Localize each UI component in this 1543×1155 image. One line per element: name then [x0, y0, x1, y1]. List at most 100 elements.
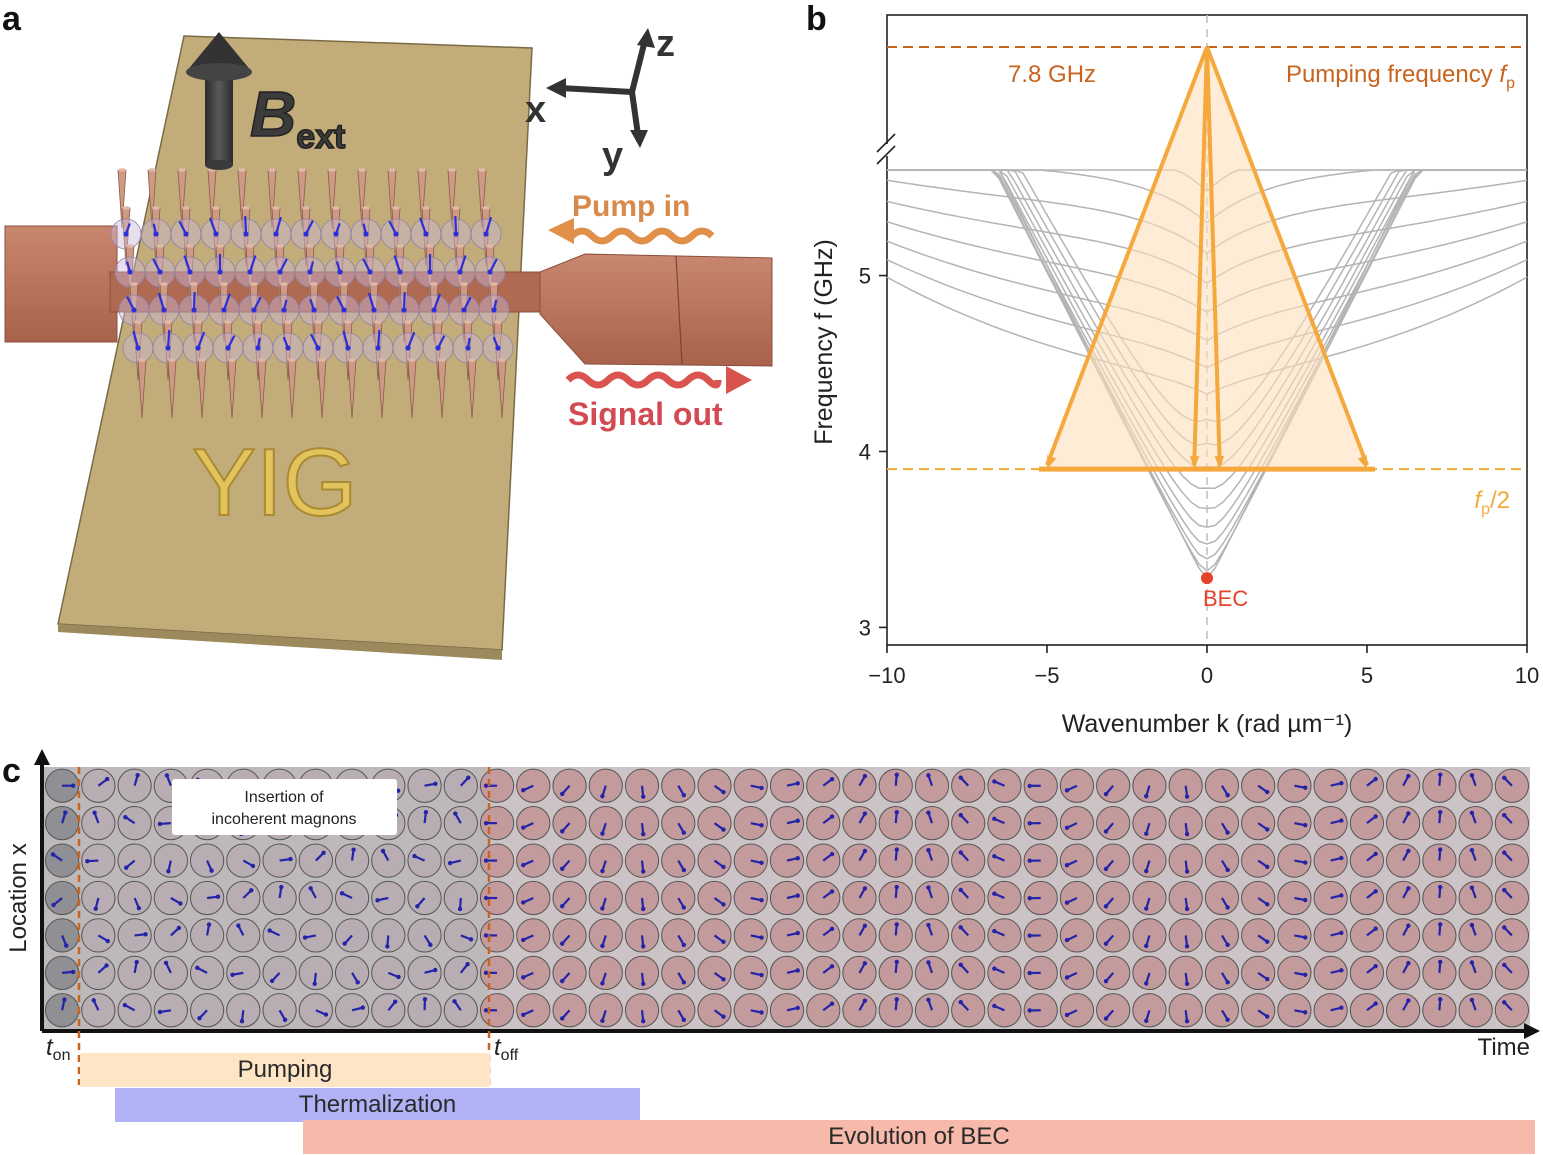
- magnon-phase-circle: [769, 993, 805, 1028]
- magnetisation-vector: [209, 217, 218, 235]
- magnon-phase-circle: [407, 806, 442, 841]
- magnon-phase-circle: [45, 993, 80, 1028]
- magnon-phase-circle: [1204, 843, 1240, 878]
- magnetisation-vector: [244, 215, 248, 235]
- magnon-phase-circle: [697, 843, 732, 878]
- callout-line-2: incoherent magnons: [212, 811, 357, 828]
- magnon-phase-circle: [117, 806, 152, 841]
- magnon-phase-circle: [1349, 806, 1385, 841]
- magnon-phase-circle: [1313, 918, 1348, 953]
- magnon-phase-circle: [769, 955, 805, 990]
- magnon-phase-circle: [443, 768, 478, 803]
- magnon-phase-circle: [81, 918, 116, 953]
- magnon-phase-circle: [878, 955, 913, 990]
- coordinate-axes: [546, 28, 655, 148]
- panel-letter-c: c: [2, 752, 21, 790]
- spin-cone-array: [110, 168, 514, 419]
- magnon-phase-circle: [1313, 993, 1348, 1028]
- magnon-phase-circle: [842, 993, 877, 1028]
- magnon-phase-circle: [1349, 955, 1385, 990]
- magnon-phase-circle: [1458, 955, 1493, 990]
- pumping-bar: Pumping: [80, 1053, 490, 1087]
- transition-arrow: [1205, 46, 1369, 466]
- magnon-phase-circle: [117, 955, 152, 990]
- location-axis-label: Location x: [5, 843, 32, 952]
- magnon-phase-circle: [951, 955, 986, 990]
- stripline-right-taper: [539, 253, 773, 367]
- pump-level-label: 7.8 GHz: [1008, 61, 1096, 88]
- magnon-phase-circle: [1096, 843, 1131, 878]
- magnon-phase-circle: [914, 955, 950, 990]
- magnon-phase-circle: [806, 918, 841, 953]
- magnon-phase-circle: [951, 918, 986, 953]
- magnon-phase-circle: [117, 843, 152, 878]
- magnon-phase-circle: [226, 843, 261, 878]
- magnon-phase-circle: [842, 768, 877, 803]
- magnon-phase-circle: [951, 806, 986, 841]
- magnon-phase-circle: [806, 993, 841, 1028]
- magnetisation-vector: [458, 255, 467, 273]
- y-tick-label: 4: [859, 439, 871, 464]
- magnon-phase-circle: [1349, 768, 1385, 803]
- magnon-phase-circle: [1168, 843, 1203, 878]
- magnetisation-vector: [222, 293, 231, 311]
- magnon-phase-circle: [987, 768, 1022, 803]
- magnon-phase-circle: [987, 918, 1022, 953]
- transition-arrowhead: [1214, 455, 1225, 470]
- magnon-phase-circle: [914, 768, 950, 803]
- magnon-phase-circle: [769, 918, 805, 953]
- magnetisation-vector: [402, 291, 406, 311]
- magnon-phase-circle: [588, 843, 623, 878]
- magnon-phase-circle: [878, 806, 913, 841]
- magnon-phase-circle: [1132, 843, 1167, 878]
- magnon-phase-circle: [153, 843, 188, 878]
- magnon-phase-circle: [1349, 918, 1385, 953]
- magnon-phase-circle: [769, 768, 805, 803]
- magnon-phase-circle: [443, 955, 478, 990]
- magnon-phase-circle: [1386, 993, 1421, 1028]
- dispersion-curve: [887, 169, 1527, 528]
- axis-label-x: x: [525, 89, 546, 131]
- x-tick-label: −10: [868, 663, 905, 688]
- callout-box: [172, 779, 397, 835]
- evolution-bar-label: Evolution of BEC: [828, 1123, 1010, 1150]
- transition-arrows: [1039, 46, 1375, 472]
- transition-arrowhead: [1189, 455, 1200, 470]
- magnon-phase-circle: [661, 843, 696, 878]
- callout-line-1: Insertion of: [244, 789, 324, 806]
- magnon-phase-circle: [1313, 955, 1348, 990]
- magnon-phase-circle: [951, 993, 986, 1028]
- magnon-phase-circle: [1422, 955, 1457, 990]
- magnon-phase-circle: [806, 806, 841, 841]
- yig-label: YIG: [192, 429, 357, 536]
- magnetisation-vector: [367, 292, 376, 311]
- t-off-label: toff: [494, 1034, 519, 1064]
- magnon-phase-circle: [81, 806, 116, 841]
- magnon-phase-circle: [1313, 768, 1348, 803]
- panel-letter-a: a: [2, 0, 21, 38]
- magnon-phase-circle: [842, 806, 877, 841]
- axis-label-z: z: [656, 23, 675, 65]
- magnon-phase-circle: [951, 768, 986, 803]
- magnon-phase-circle: [914, 806, 950, 841]
- magnon-phase-circle: [371, 993, 406, 1028]
- magnetisation-vector: [454, 215, 458, 235]
- magnon-phase-circle: [842, 955, 877, 990]
- magnon-phase-circle: [733, 843, 768, 878]
- pump-line-label: Pumping frequency fp: [1286, 61, 1515, 92]
- magnon-phase-circle: [1059, 843, 1095, 878]
- dispersion-curve: [887, 169, 1527, 545]
- magnon-phase-circle: [407, 955, 442, 990]
- magnon-phase-circle: [987, 806, 1022, 841]
- magnon-phase-circle: [1386, 768, 1421, 803]
- magnon-phase-circle: [1458, 918, 1493, 953]
- magnon-phase-circle: [624, 843, 660, 878]
- magnon-phase-circle: [189, 955, 225, 990]
- magnon-phase-circle: [1422, 768, 1457, 803]
- magnon-phase-circle: [262, 918, 297, 953]
- magnon-phase-circle: [117, 918, 152, 953]
- magnon-phase-circle: [1313, 806, 1348, 841]
- magnon-phase-circle: [987, 993, 1022, 1028]
- magnon-phase-circle: [226, 918, 261, 953]
- magnetisation-vector: [419, 217, 428, 235]
